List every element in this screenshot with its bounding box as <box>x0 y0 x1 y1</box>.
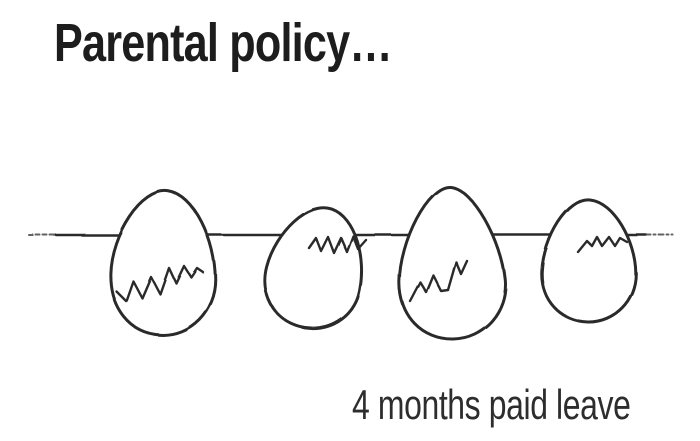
egg-4-outline <box>540 198 638 324</box>
ink-group <box>28 185 674 341</box>
egg-3-outline <box>397 185 507 341</box>
egg-3-crack <box>408 259 469 303</box>
egg-2-crack <box>307 234 368 255</box>
egg-1-outline <box>108 189 217 337</box>
page-title: Parental policy… <box>54 13 393 73</box>
caption: 4 months paid leave <box>352 381 631 428</box>
egg-1-crack <box>114 264 205 303</box>
egg-4-crack <box>576 235 629 254</box>
egg-2-outline <box>263 206 364 331</box>
